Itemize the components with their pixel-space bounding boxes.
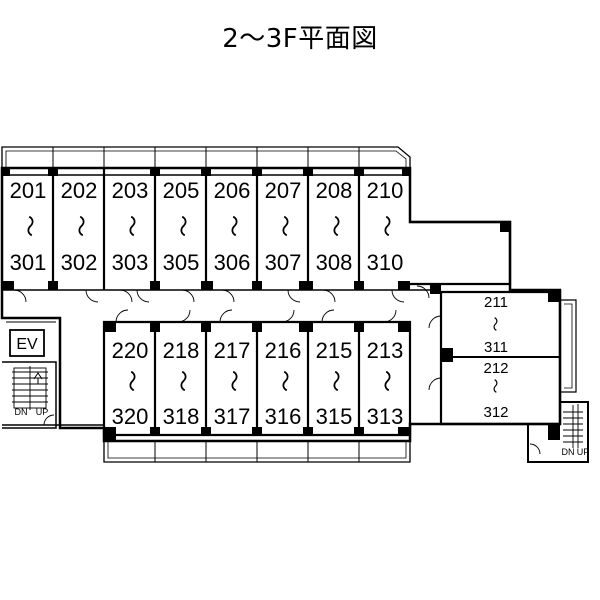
unit-range-mark: 〜 bbox=[221, 215, 246, 237]
unit-range-mark: 〜 bbox=[272, 370, 297, 392]
unit-range-mark: 〜 bbox=[68, 215, 93, 237]
unit-range-mark: 〜 bbox=[170, 370, 195, 392]
unit-label-floor2: 216 bbox=[265, 338, 302, 363]
unit-label-floor3: 315 bbox=[316, 404, 353, 429]
page-title: 2〜3F平面図 bbox=[222, 24, 378, 54]
unit-label-floor2: 201 bbox=[10, 178, 47, 203]
unit-label-floor3: 307 bbox=[265, 250, 302, 275]
stair-left-up-label: UP bbox=[36, 407, 49, 417]
unit-range-mark: 〜 bbox=[221, 370, 246, 392]
unit-range-mark: 〜 bbox=[374, 215, 399, 237]
unit-range-mark: 〜 bbox=[323, 215, 348, 237]
unit-label-floor3: 302 bbox=[61, 250, 98, 275]
unit-label-floor2: 206 bbox=[214, 178, 251, 203]
unit-label-floor2: 213 bbox=[367, 338, 404, 363]
unit-label-floor2: 211 bbox=[484, 294, 508, 311]
unit-label-floor3: 317 bbox=[214, 404, 251, 429]
unit-label-floor2: 215 bbox=[316, 338, 353, 363]
unit-range-mark: 〜 bbox=[374, 370, 399, 392]
unit-label-floor2: 218 bbox=[163, 338, 200, 363]
unit-range-mark: 〜 bbox=[272, 215, 297, 237]
unit-label-floor3: 301 bbox=[10, 250, 47, 275]
unit-label-floor2: 202 bbox=[61, 178, 98, 203]
unit-label-floor2: 203 bbox=[112, 178, 149, 203]
north-unit-labels: 201 〜 301 202 〜 302 203 〜 303 205 〜 305 206 〜 306 207 〜 3… bbox=[10, 178, 404, 275]
unit-label-floor3: 305 bbox=[163, 250, 200, 275]
unit-label-floor2: 217 bbox=[214, 338, 251, 363]
unit-label-floor2: 207 bbox=[265, 178, 302, 203]
unit-label-floor3: 316 bbox=[265, 404, 302, 429]
unit-label-floor3: 311 bbox=[484, 339, 508, 356]
unit-label-floor3: 312 bbox=[483, 404, 508, 421]
unit-label-floor2: 212 bbox=[483, 360, 508, 377]
unit-label-floor2: 205 bbox=[163, 178, 200, 203]
unit-range-mark: 〜 bbox=[486, 316, 503, 331]
unit-label-floor3: 306 bbox=[214, 250, 251, 275]
unit-label-floor3: 310 bbox=[367, 250, 404, 275]
stair-left-dn-label: DN bbox=[15, 407, 28, 417]
unit-label-floor2: 208 bbox=[316, 178, 353, 203]
unit-range-mark: 〜 bbox=[486, 378, 503, 393]
unit-label-floor3: 308 bbox=[316, 250, 353, 275]
stair-right-up-label: UP bbox=[577, 447, 590, 457]
unit-range-mark: 〜 bbox=[17, 215, 42, 237]
unit-label-floor3: 320 bbox=[112, 404, 149, 429]
unit-label-floor2: 220 bbox=[112, 338, 149, 363]
ev-label: EV bbox=[16, 336, 38, 353]
unit-range-mark: 〜 bbox=[119, 215, 144, 237]
south-unit-labels: 220 〜 320 218 〜 318 217 〜 317 216 〜 316 215 〜 315 213 〜 3… bbox=[112, 338, 404, 429]
unit-label-floor3: 313 bbox=[367, 404, 404, 429]
stair-right-dn-label: DN bbox=[562, 447, 575, 457]
unit-range-mark: 〜 bbox=[323, 370, 348, 392]
unit-range-mark: 〜 bbox=[119, 370, 144, 392]
unit-label-floor3: 303 bbox=[112, 250, 149, 275]
unit-label-floor3: 318 bbox=[163, 404, 200, 429]
unit-range-mark: 〜 bbox=[170, 215, 195, 237]
unit-label-floor2: 210 bbox=[367, 178, 404, 203]
